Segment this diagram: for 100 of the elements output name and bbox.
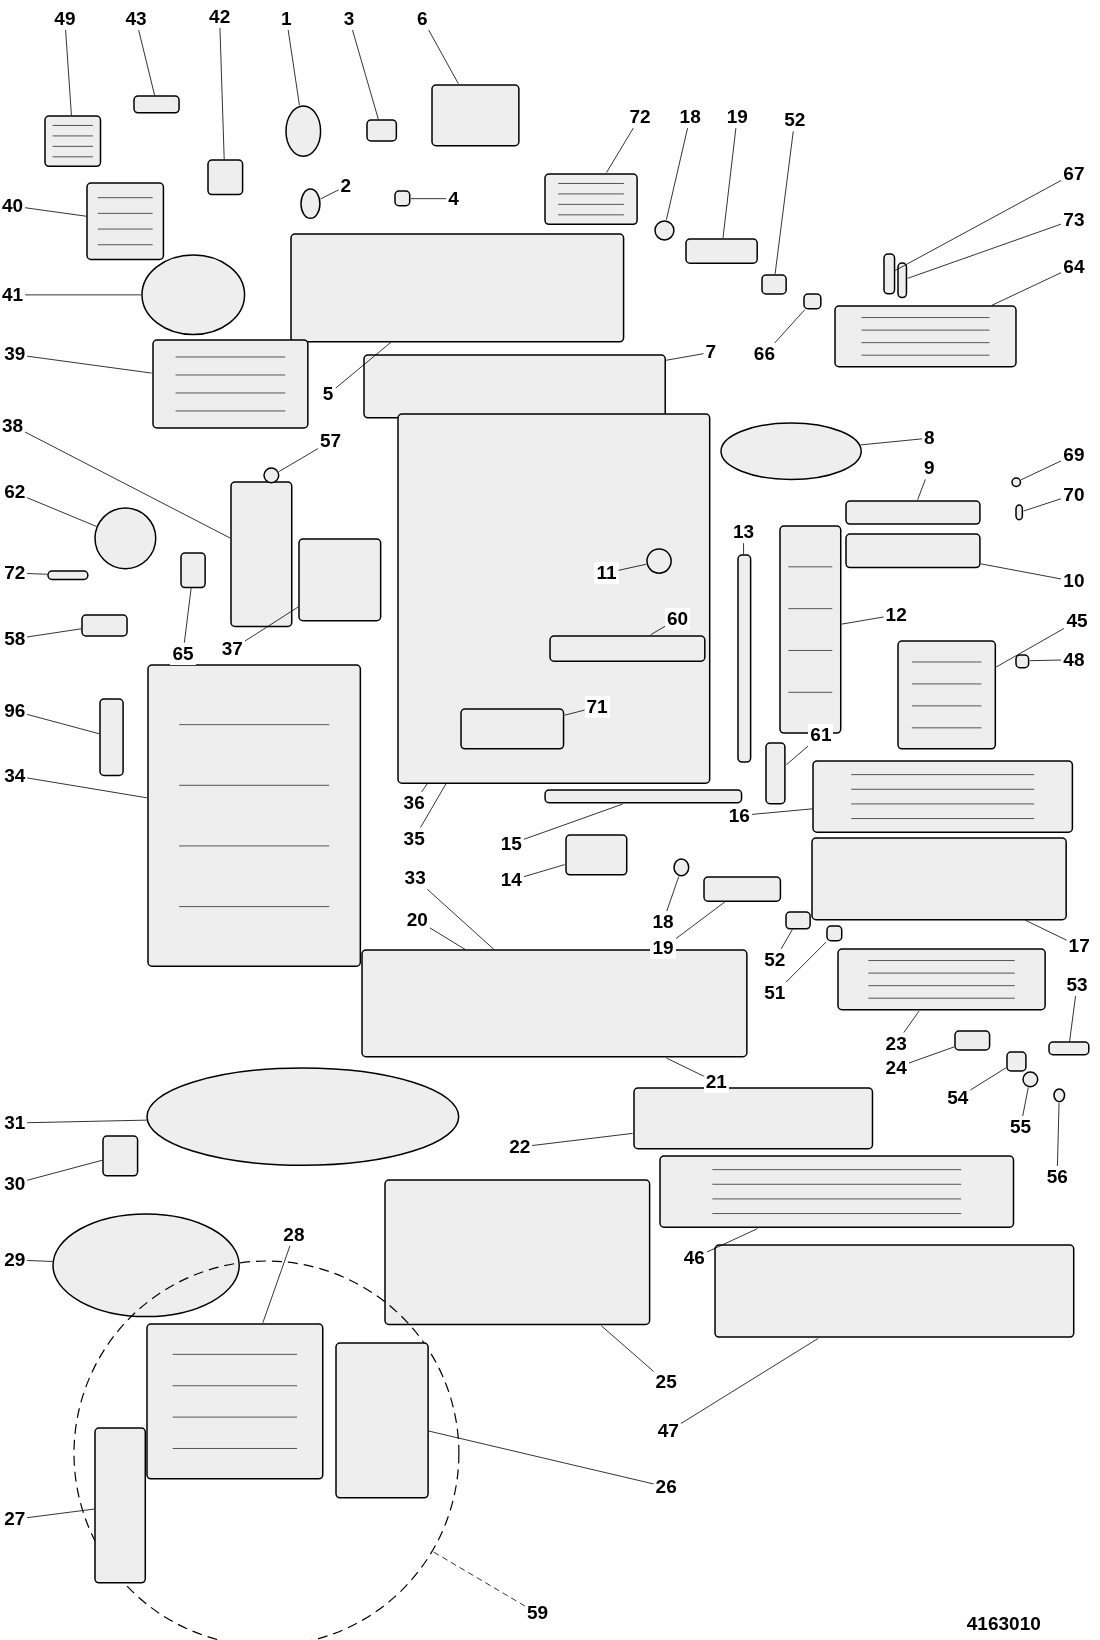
injector-drawing: [826, 925, 843, 943]
leader-line: [429, 927, 466, 950]
selector-switch-drawing: [44, 115, 102, 168]
leader-line: [352, 29, 379, 120]
leader-line: [138, 29, 155, 96]
leader-line: [1022, 1086, 1029, 1117]
roasting-pan-drawing: [384, 1179, 651, 1326]
leader-line: [262, 1245, 291, 1324]
leader-line: [1024, 919, 1067, 941]
screw-drawing: [47, 569, 89, 581]
fan-plate-drawing: [896, 640, 996, 751]
door-panel-drawing: [146, 663, 362, 968]
leader-line: [894, 179, 1062, 271]
clip-drawing: [394, 190, 411, 207]
thermocouple-drawing: [897, 261, 908, 299]
leader-line: [722, 127, 737, 239]
ring-element-drawing: [141, 254, 246, 336]
leader-line: [26, 1119, 148, 1124]
leader-line: [995, 627, 1065, 668]
knob-drawing: [180, 551, 207, 589]
motor-drawing: [94, 507, 157, 570]
leader-line: [278, 448, 319, 472]
leader-line: [1057, 1102, 1060, 1167]
injector-drawing: [784, 910, 811, 930]
leader-line: [903, 1010, 920, 1033]
leader-line: [26, 714, 100, 735]
leader-line: [606, 127, 634, 173]
burner-drawing: [833, 305, 1017, 369]
leader-line: [26, 573, 48, 575]
leader-line: [743, 542, 744, 555]
top-plate-drawing: [289, 232, 625, 343]
power-cord-drawing: [52, 1212, 241, 1318]
leader-line: [420, 783, 447, 828]
leader-line: [841, 616, 884, 625]
leader-line: [675, 901, 726, 940]
callout-number: 11: [594, 562, 619, 584]
front-strip-drawing: [362, 354, 667, 420]
side-panel-drawing: [334, 1341, 429, 1499]
lower-element-drawing: [146, 1067, 461, 1167]
leader-line: [26, 1260, 53, 1262]
leader-line: [780, 929, 793, 950]
bracket-drawing: [684, 237, 759, 264]
leader-line: [24, 294, 142, 296]
leader-line: [773, 309, 806, 344]
clip-drawing: [564, 834, 628, 877]
leader-line: [26, 1159, 103, 1181]
lamp-holder-drawing: [284, 104, 322, 157]
insulation-drawing: [298, 538, 382, 623]
screw-drawing: [1015, 504, 1024, 521]
drawing-number: 4163010: [966, 1612, 1041, 1635]
bracket-drawing: [954, 1029, 991, 1051]
oven-cavity-drawing: [397, 412, 711, 784]
leader-line: [410, 198, 447, 200]
leader-line: [980, 563, 1062, 580]
glass-panel-drawing: [713, 1244, 1075, 1339]
fan-cover-drawing: [86, 182, 165, 261]
baking-tray-drawing: [810, 836, 1068, 921]
connector-drawing: [206, 159, 244, 197]
leader-line: [907, 223, 1062, 279]
spring-drawing: [543, 789, 743, 805]
bracket-drawing: [99, 697, 125, 777]
terminal-drawing: [133, 95, 181, 114]
leader-line: [523, 803, 623, 840]
leader-line: [26, 1508, 95, 1519]
spit-rod-drawing: [548, 634, 706, 662]
leader-line: [531, 1133, 633, 1146]
rail-drawing: [844, 533, 981, 569]
leader-line: [24, 431, 231, 539]
block-drawing: [81, 613, 129, 637]
screw-drawing: [1015, 653, 1030, 669]
washer-drawing: [1011, 476, 1022, 488]
leader-line: [680, 1338, 819, 1425]
leader-line: [751, 808, 813, 815]
leader-line: [650, 625, 666, 636]
leader-line: [665, 127, 688, 221]
bracket-drawing: [431, 83, 521, 147]
fan-motor-drawing: [151, 338, 309, 429]
electrode-drawing: [882, 253, 896, 295]
leader-line: [219, 27, 225, 160]
leader-line: [774, 130, 794, 275]
leader-line: [969, 1067, 1007, 1091]
leader-line: [1023, 498, 1062, 512]
nut-drawing: [263, 467, 281, 485]
leader-line: [991, 272, 1062, 306]
leader-line: [287, 29, 300, 106]
leader-line: [523, 864, 566, 878]
nut-drawing: [653, 219, 675, 241]
leader-line: [426, 888, 495, 950]
leader-line: [26, 355, 152, 374]
electrode-drawing: [1005, 1050, 1027, 1072]
thermocouple-drawing: [1047, 1041, 1090, 1057]
bulb-drawing: [300, 188, 321, 220]
rod-drawing: [737, 554, 752, 764]
leader-line: [564, 709, 585, 716]
callout-number: 61: [808, 724, 834, 747]
bottom-plate-drawing: [658, 1155, 1015, 1229]
leader-line: [183, 587, 192, 643]
hook-drawing: [765, 742, 787, 806]
leader-line: [1020, 460, 1062, 481]
leader-line: [1069, 995, 1076, 1042]
